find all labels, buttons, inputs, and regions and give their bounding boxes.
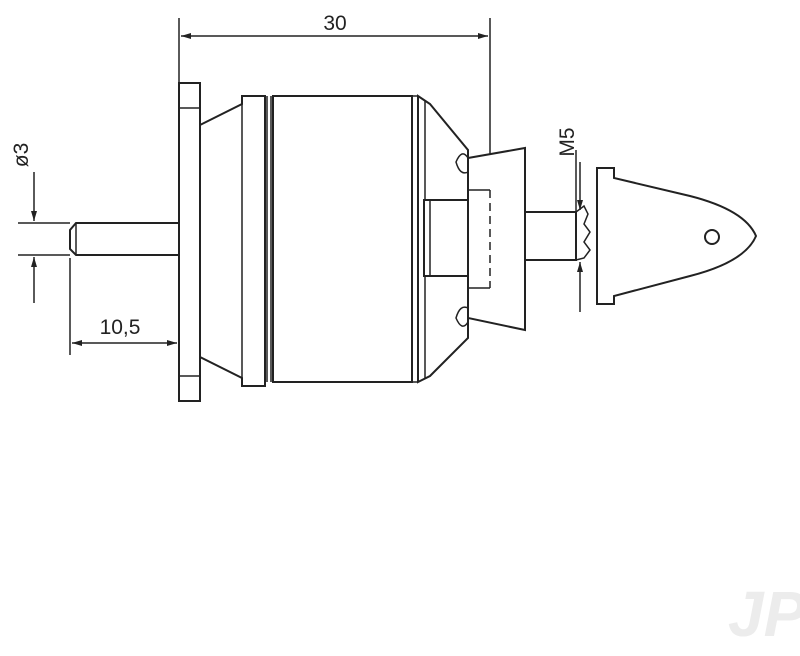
dimension-overall-length: 30: [178, 12, 491, 170]
dimension-label-m5: M5: [556, 127, 579, 156]
dimension-label-diameter-3: ø3: [10, 143, 33, 168]
motor-body: [199, 94, 469, 387]
dimension-shaft-extension: 10,5: [69, 258, 177, 355]
watermark-logo: JP: [728, 578, 800, 650]
dimension-label-10-5: 10,5: [100, 316, 141, 339]
rear-shaft: [69, 222, 179, 256]
front-threaded-shaft: [524, 204, 591, 261]
prop-spinner-nut: [596, 167, 758, 305]
dimension-shaft-diameter: ø3: [10, 143, 70, 303]
prop-adapter-collar: [467, 146, 526, 332]
dimension-prop-thread: M5: [556, 127, 583, 312]
dimension-label-30: 30: [323, 12, 346, 35]
